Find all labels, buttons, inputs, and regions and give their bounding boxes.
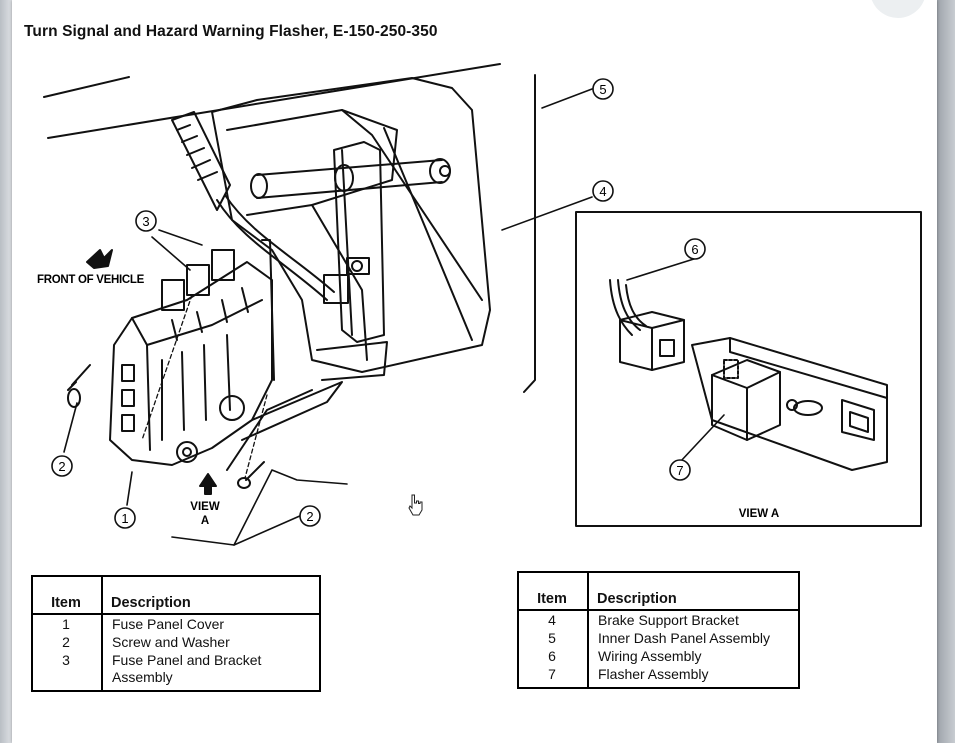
- legend-item-number: 5: [518, 629, 589, 647]
- legend-item-number: 2: [32, 633, 103, 651]
- legend-row: 5 Inner Dash Panel Assembly: [518, 629, 799, 647]
- legend-item-number: 1: [32, 614, 103, 633]
- callout-4: [592, 180, 614, 202]
- legend-item-number: 7: [518, 665, 589, 688]
- screw-right: [245, 461, 265, 481]
- legend-item-number: 3: [32, 651, 103, 691]
- viewer-corner-button[interactable]: [870, 0, 926, 18]
- legend-item-description: Wiring Assembly: [598, 648, 702, 664]
- callout-5-number: 5: [599, 82, 606, 97]
- legend-item-description: Inner Dash Panel Assembly: [598, 630, 770, 646]
- inset-connector: [619, 311, 685, 371]
- inner-dash-panel: [523, 74, 536, 393]
- legend-item-description: Fuse Panel Cover: [112, 616, 225, 632]
- front-of-vehicle-arrow: [86, 249, 113, 269]
- inset-wires: [609, 279, 633, 336]
- diagram-title: Turn Signal and Hazard Warning Flasher, …: [24, 23, 438, 40]
- legend-header-description: Description: [588, 572, 799, 611]
- legend-header-item: Item: [32, 576, 103, 615]
- legend-item-description: Fuse Panel and Bracket Assembly: [112, 652, 262, 685]
- callout-3: [135, 210, 157, 232]
- view-a-inset-label: VIEW A: [739, 508, 779, 520]
- callout-2-right: [299, 505, 321, 527]
- hand-cursor-icon: [408, 494, 423, 516]
- dash-edge-line: [43, 76, 130, 98]
- callout-2-left: [51, 455, 73, 477]
- legend-row: 1 Fuse Panel Cover: [32, 614, 320, 633]
- legend-row: 6 Wiring Assembly: [518, 647, 799, 665]
- legend-item-description: Screw and Washer: [112, 634, 230, 650]
- viewer-left-edge: [0, 0, 12, 743]
- legend-header-description: Description: [102, 576, 320, 615]
- legend-row: 3 Fuse Panel and Bracket Assembly: [32, 651, 320, 691]
- callout-5: [592, 78, 614, 100]
- document-page: Turn Signal and Hazard Warning Flasher, …: [12, 0, 937, 743]
- fuse-panel-assembly: [109, 261, 273, 466]
- callout-1: [114, 507, 136, 529]
- dash-edge-line: [47, 63, 501, 139]
- callout-1-number: 1: [121, 511, 128, 526]
- brake-support-bracket: [211, 77, 491, 373]
- legend-table-items-1-3: Item Description 1 Fuse Panel Cover 2 Sc…: [31, 575, 321, 692]
- legend-row: 4 Brake Support Bracket: [518, 610, 799, 629]
- callout-7: [669, 459, 691, 481]
- view-a-arrow: [199, 473, 217, 495]
- flasher-diagram: 3 2 1 2 5 4 6 7 FRONT OF VEHICLE VIEW A …: [37, 63, 922, 546]
- legend-item-description: Flasher Assembly: [598, 666, 709, 682]
- legend-item-description: Brake Support Bracket: [598, 612, 739, 628]
- view-a-arrow-label: VIEW: [190, 501, 220, 513]
- legend-item-number: 4: [518, 610, 589, 629]
- inset-flasher: [711, 359, 781, 441]
- legend-header-item: Item: [518, 572, 589, 611]
- view-a-inset-frame: [575, 211, 922, 527]
- front-of-vehicle-label: FRONT OF VEHICLE: [37, 274, 145, 286]
- callout-4-number: 4: [599, 184, 606, 199]
- callout-7-number: 7: [676, 463, 683, 478]
- callout-6-number: 6: [691, 242, 698, 257]
- screw-left: [67, 364, 91, 391]
- callout-3-number: 3: [142, 214, 149, 229]
- callout-6: [684, 238, 706, 260]
- callout-2-left-number: 2: [58, 459, 65, 474]
- viewer-scrollbar[interactable]: [937, 0, 955, 743]
- legend-row: 7 Flasher Assembly: [518, 665, 799, 688]
- legend-row: 2 Screw and Washer: [32, 633, 320, 651]
- callout-2-right-number: 2: [306, 509, 313, 524]
- wiring-bundle: [171, 111, 231, 211]
- legend-item-number: 6: [518, 647, 589, 665]
- view-a-arrow-letter: A: [201, 515, 209, 527]
- legend-table-items-4-7: Item Description 4 Brake Support Bracket…: [517, 571, 800, 689]
